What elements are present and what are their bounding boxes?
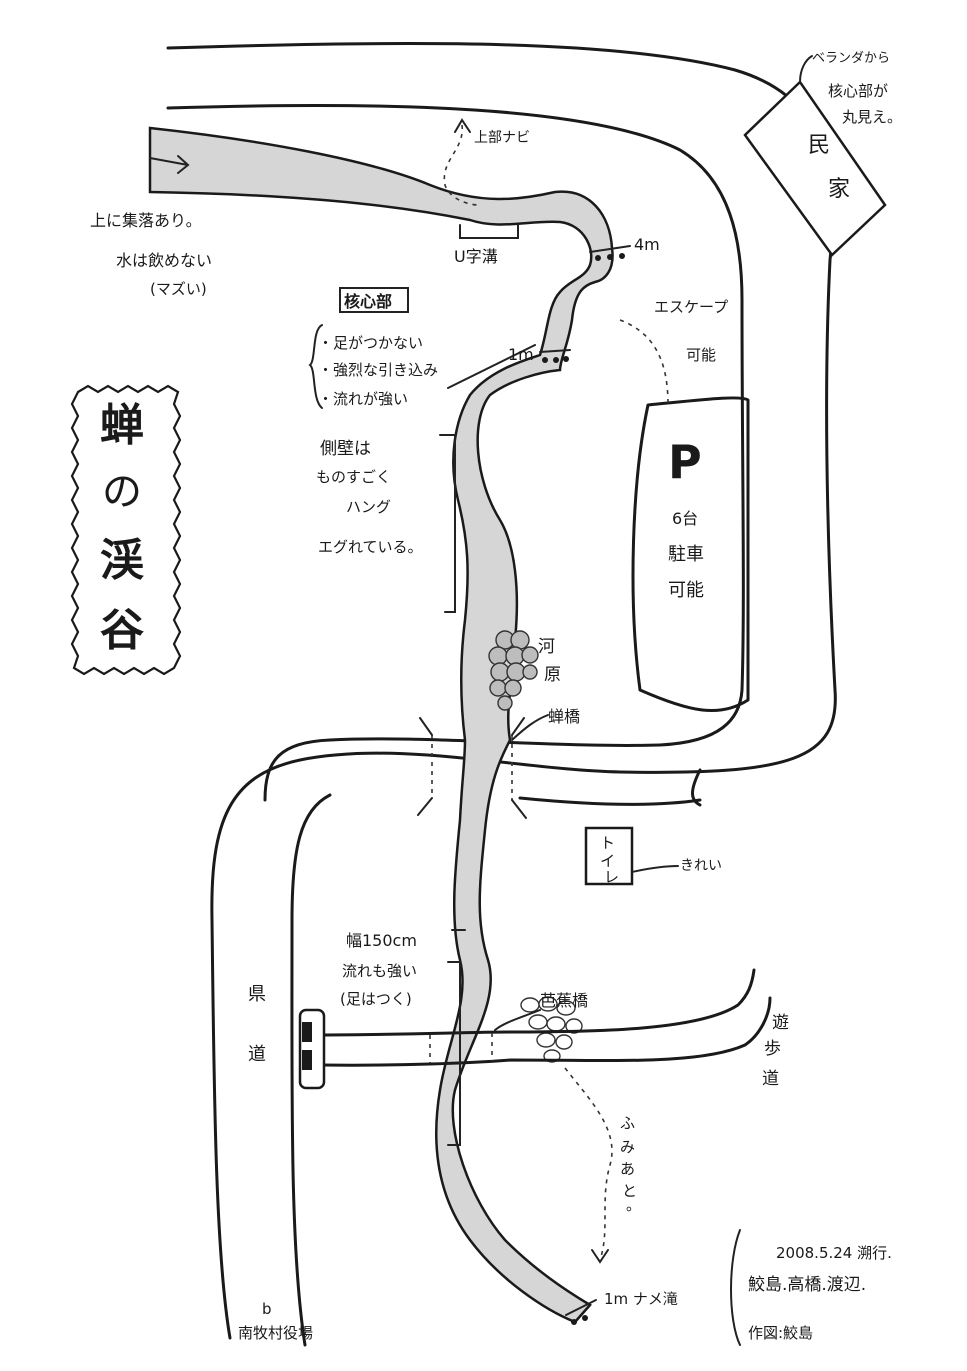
fumiato-path: [564, 1067, 613, 1261]
fumiato-arrow: [591, 1249, 609, 1264]
credit-bracket: [730, 1229, 741, 1346]
sokuheki-line-3: ハング: [346, 498, 391, 516]
fumiato-char-3: あ: [620, 1160, 635, 1178]
fall-4m-label: 4m: [634, 235, 660, 254]
road-lower-branch: [518, 768, 702, 807]
upstream-note-2: 水は飲めない: [116, 251, 212, 270]
haba-line-1: 幅150cm: [346, 931, 417, 950]
kendou-char-2: 道: [248, 1044, 266, 1065]
parking-p: P: [668, 435, 702, 489]
sidewall-bracket-upper: [439, 434, 456, 613]
minka-char-1: 民: [808, 133, 830, 158]
fall-bottom-label: 1m ナメ滝: [604, 1290, 678, 1308]
veranda-callout: [799, 55, 813, 83]
semi-bashi-label: 蝉橋: [548, 707, 580, 726]
kakushin-point-2: ・強烈な引き込み: [318, 361, 438, 379]
sokuheki-line-2: ものすごく: [316, 468, 391, 486]
road-lower-inner: [290, 793, 332, 1347]
veranda-line-3: 丸見え。: [842, 108, 902, 126]
kakushin-point-3: ・流れが強い: [318, 390, 408, 408]
kakushin-callout-line: [447, 344, 536, 389]
basho-bridge-walkway: [298, 968, 772, 1090]
credit-line-2: 鮫島.高橋.渡辺.: [748, 1275, 866, 1295]
fumiato-char-1: ふ: [620, 1114, 635, 1132]
title-char-4: 谷: [100, 605, 144, 656]
yuuhodou-char-2: 歩: [764, 1039, 781, 1059]
fumiato-char-2: み: [620, 1138, 635, 1156]
toilet-char-1: ト: [600, 834, 615, 852]
sokuheki-line-1: 側壁は: [320, 439, 371, 459]
basho-bashi-label: 芭蕉橋: [540, 991, 588, 1010]
semi-bridge: [417, 717, 527, 819]
kirei-label: きれい: [680, 858, 722, 874]
toilet-box: [584, 826, 634, 886]
escape-label-1: エスケープ: [654, 298, 728, 316]
road-outer-edge: [166, 41, 837, 1340]
credit-line-3: 作図:鮫島: [748, 1324, 813, 1342]
toilet-char-3: レ: [604, 868, 619, 886]
minka-house: [743, 80, 887, 257]
title-frame: [70, 384, 182, 676]
parking-line-3: 可能: [668, 580, 704, 601]
village-office-label: 南牧村役場: [238, 1324, 313, 1342]
parking-lot: [631, 396, 750, 713]
fumiato-char-5: 。: [626, 1196, 641, 1214]
upstream-note-1: 上に集落あり。: [90, 211, 202, 230]
haba-line-2: 流れも強い: [342, 962, 417, 980]
yuuhodou-char-3: 道: [762, 1069, 779, 1089]
fall-4m-marker: [589, 245, 631, 261]
title-char-2: の: [102, 469, 142, 515]
fall-1m-marker: [539, 349, 571, 363]
fall-1m-top-label: 1m: [508, 345, 534, 364]
kakushin-point-1: ・足がつかない: [318, 334, 423, 352]
haba-line-3: (足はつく): [340, 990, 412, 1008]
fall-bottom-marker: [565, 1299, 597, 1325]
jouryuu-label: 上部ナビ: [474, 130, 530, 146]
kakushin-title: 核心部: [344, 292, 392, 311]
upstream-note-3: (マズい): [150, 280, 207, 298]
sokuheki-line-4: エグれている。: [318, 538, 423, 556]
upstream-path: [443, 124, 479, 206]
kirei-callout: [631, 865, 679, 873]
minka-char-2: 家: [828, 177, 850, 202]
kawara-rocks: [488, 630, 539, 711]
escape-label-2: 可能: [686, 346, 716, 364]
u-mizo-bracket: [459, 224, 519, 239]
parking-line-1: 6台: [672, 509, 698, 528]
veranda-line-1: ベランダから: [812, 51, 890, 66]
road-inner-edge: [166, 103, 745, 802]
kakushin-title-box: [339, 287, 409, 313]
toilet-char-2: イ: [600, 852, 615, 870]
sidewall-bracket-lower: [447, 961, 461, 1146]
title-char-3: 渓: [100, 535, 144, 586]
basho-callout: [494, 1009, 541, 1031]
parking-line-2: 駐車: [668, 544, 704, 565]
kawara-char-1: 河: [538, 637, 555, 657]
yuuhodou-char-1: 遊: [772, 1013, 789, 1033]
flow-arrow: [149, 155, 190, 174]
kakushin-brace: [308, 324, 323, 409]
title-char-1: 蝉: [100, 400, 144, 451]
upstream-arrow: [454, 118, 471, 133]
kendou-char-1: 県: [248, 984, 266, 1005]
b-mark: b: [262, 1300, 272, 1318]
semibashi-callout: [511, 714, 549, 741]
escape-route: [619, 319, 669, 406]
fumiato-char-4: と: [622, 1182, 637, 1200]
credit-line-1: 2008.5.24 溯行.: [776, 1244, 892, 1262]
veranda-line-2: 核心部が: [828, 82, 888, 100]
u-mizo-label: U字溝: [454, 247, 498, 266]
kawara-char-2: 原: [544, 665, 561, 685]
